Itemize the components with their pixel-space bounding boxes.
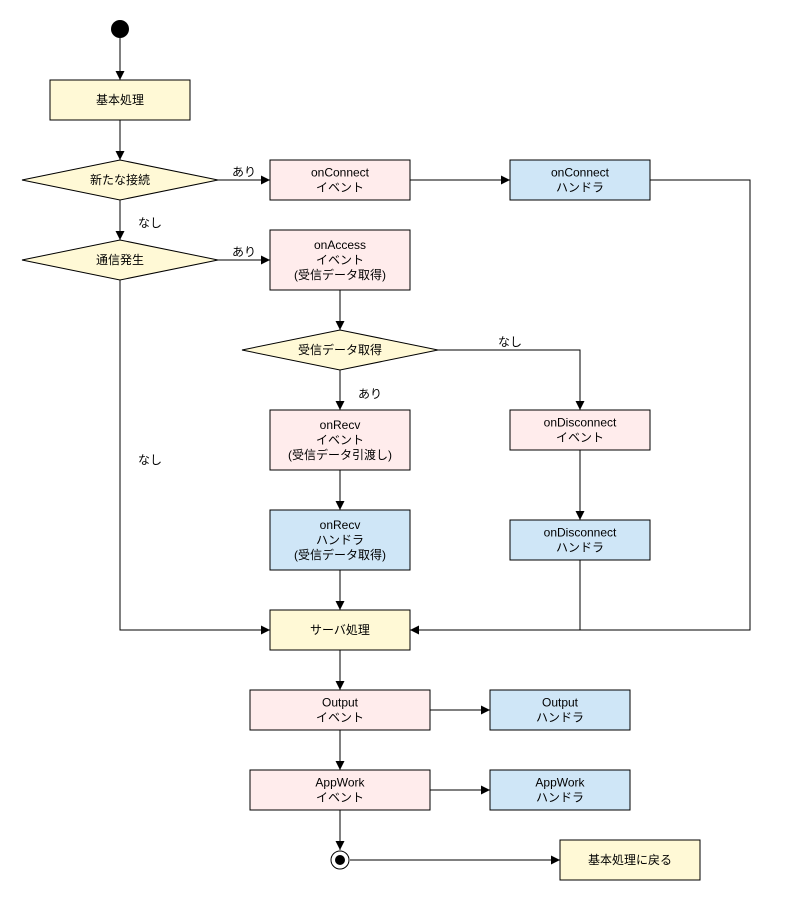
node-text-line: onConnect xyxy=(311,166,370,180)
node-text-line: (受信データ引渡し) xyxy=(288,447,392,462)
node-server-process-text: サーバ処理 xyxy=(310,623,370,637)
node-text-line: onRecv xyxy=(320,518,361,532)
node-text-line: 通信発生 xyxy=(96,253,144,267)
label-communication-yes: あり xyxy=(232,245,256,259)
decision-communication: 通信発生 xyxy=(21,239,219,281)
edges xyxy=(115,38,751,865)
decision-new-connection-text: 新たな接続 xyxy=(90,172,150,187)
edge-communication-to-server xyxy=(119,280,270,635)
node-text-line: onRecv xyxy=(320,418,361,432)
node-text-line: onConnect xyxy=(551,166,610,180)
node-text-line: イベント xyxy=(316,433,364,447)
node-text-line: ハンドラ xyxy=(556,181,604,195)
start-node xyxy=(111,20,129,38)
node-basic-process-text: 基本処理 xyxy=(96,93,144,107)
end-node xyxy=(330,850,350,870)
label-new-connection-no: なし xyxy=(138,216,162,230)
node-text-line: AppWork xyxy=(535,776,585,790)
node-text-line: (受信データ取得) xyxy=(294,267,386,282)
node-text-line: ハンドラ xyxy=(536,791,584,805)
node-text-line: イベント xyxy=(316,711,364,725)
label-communication-no: なし xyxy=(138,453,162,467)
label-receive-no: なし xyxy=(498,335,522,349)
node-text-line: ハンドラ xyxy=(316,533,364,547)
node-text-line: イベント xyxy=(316,253,364,267)
node-return-basic-text: 基本処理に戻る xyxy=(588,853,672,867)
node-text-line: 基本処理に戻る xyxy=(588,853,672,867)
label-new-connection-yes: あり xyxy=(232,165,256,179)
node-text-line: ハンドラ xyxy=(556,541,604,555)
node-text-line: Output xyxy=(542,696,579,710)
node-basic-process: 基本処理 xyxy=(49,79,191,121)
node-text-line: onDisconnect xyxy=(544,416,617,430)
decision-communication-text: 通信発生 xyxy=(96,253,144,267)
node-text-line: ハンドラ xyxy=(536,711,584,725)
node-text-line: イベント xyxy=(316,181,364,195)
node-text-line: 受信データ取得 xyxy=(298,342,382,357)
decision-receive-data: 受信データ取得 xyxy=(241,329,439,371)
node-text-line: AppWork xyxy=(315,776,365,790)
node-text-line: イベント xyxy=(556,431,604,445)
node-text-line: サーバ処理 xyxy=(310,623,370,637)
node-text-line: イベント xyxy=(316,791,364,805)
decision-receive-data-text: 受信データ取得 xyxy=(298,342,382,357)
node-text-line: (受信データ取得) xyxy=(294,547,386,562)
node-text-line: 新たな接続 xyxy=(90,172,150,187)
label-receive-yes: あり xyxy=(358,387,382,401)
edge-receive-decision-to-ondisconnect-event xyxy=(438,349,585,410)
node-text-line: onDisconnect xyxy=(544,526,617,540)
decision-new-connection: 新たな接続 xyxy=(21,159,219,201)
node-return-basic: 基本処理に戻る xyxy=(559,839,701,881)
node-text-line: Output xyxy=(322,696,359,710)
node-text-line: 基本処理 xyxy=(96,93,144,107)
node-server-process: サーバ処理 xyxy=(269,609,411,651)
node-text-line: onAccess xyxy=(314,238,366,252)
